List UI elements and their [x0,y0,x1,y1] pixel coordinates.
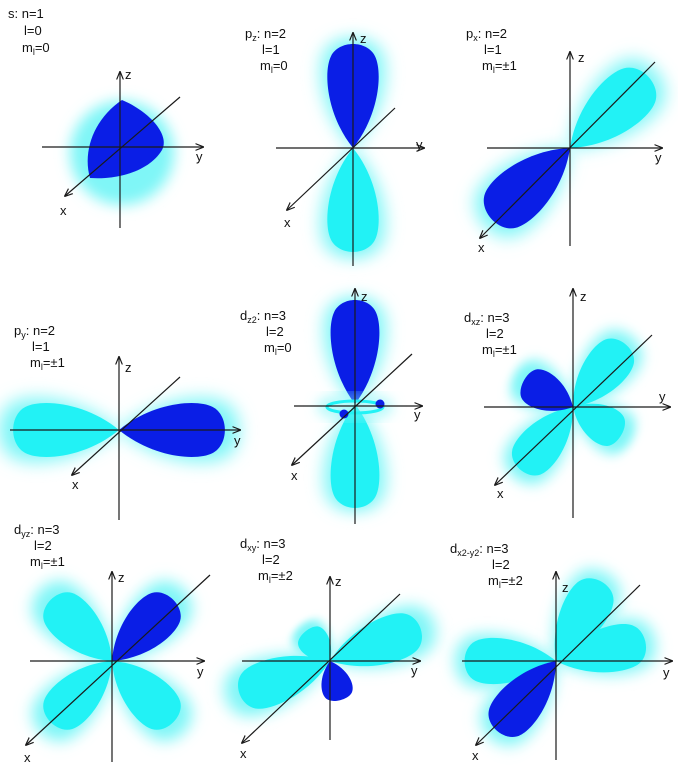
x-axis [242,593,401,743]
orbital-label-line1: dz2: n=3 [240,308,286,325]
orbital-label-line1: py: n=2 [14,323,55,340]
panel-dxy-orbital: y z x dxy: n=3 l=2 ml=±2 [216,536,444,761]
x-axis [476,584,641,745]
orbital-label-line3: ml=±2 [258,568,293,585]
z-axis-label: z [361,289,368,304]
x-axis [287,107,396,210]
z-axis-label: z [578,50,585,65]
orbital-label-line1: s: n=1 [8,6,44,21]
x-axis [495,334,653,485]
panel-s-orbital: y z x s: n=1 l=0 ml=0 [8,6,203,228]
y-axis-label: y [655,150,662,165]
x-axis [26,574,211,745]
z-axis-label: z [118,570,125,585]
y-axis-label: y [411,663,418,678]
orbital-label-line1: dxy: n=3 [240,536,286,553]
orbital-label-line2: l=2 [34,538,52,553]
z-axis-label: z [335,574,342,589]
x-axis-label: x [497,486,504,501]
x-axis-label: x [72,477,79,492]
orbital-label-line3: ml=±2 [488,573,523,590]
orbital-label-line2: l=1 [262,42,280,57]
panel-dz2-orbital: y z x dz2: n=3 l=2 ml=0 [240,289,422,524]
panel-py-orbital: y z x py: n=2 l=1 ml=±1 [0,323,241,520]
orbital-label-line3: ml=±1 [30,554,65,571]
x-axis [480,61,656,238]
y-axis-label: y [196,149,203,164]
x-axis-label: x [284,215,291,230]
z-axis-label: z [125,67,132,82]
y-axis-label: y [414,407,421,422]
s-sphere [87,100,164,179]
x-axis [292,353,413,465]
orbital-label-line2: l=2 [492,557,510,572]
orbital-label-line3: ml=0 [260,58,288,75]
x-axis-label: x [60,203,67,218]
orbital-label-line1: dxz: n=3 [464,310,510,327]
orbital-label-line2: l=0 [24,23,42,38]
y-axis-label: y [659,389,666,404]
x-axis [72,376,181,475]
orbital-label-line2: l=1 [484,42,502,57]
y-axis-label: y [416,137,423,152]
x-axis-label: x [291,468,298,483]
orbital-label-line3: ml=±1 [482,58,517,75]
orbital-label-line1: pz: n=2 [245,26,286,43]
y-axis-label: y [234,433,241,448]
panel-px-orbital: y z x px: n=2 l=1 ml=±1 [462,26,678,255]
z-axis-label: z [125,360,132,375]
orbital-label-line2: l=2 [266,324,284,339]
orbital-label-line1: px: n=2 [466,26,507,43]
orbital-label-line1: dx2-y2: n=3 [450,541,509,558]
z-axis-label: z [562,580,569,595]
panel-dx2y2-orbital: y z x dx2-y2: n=3 l=2 ml=±2 [450,541,672,763]
z-axis-label: z [580,289,587,304]
orbital-label-line2: l=2 [486,326,504,341]
panel-dxz-orbital: y z x dxz: n=3 l=2 ml=±1 [464,289,670,518]
orbital-label-line2: l=2 [262,552,280,567]
orbital-label-line3: ml=0 [264,340,292,357]
orbital-label-line1: dyz: n=3 [14,522,60,539]
x-axis [65,96,181,196]
x-axis-label: x [24,750,31,765]
z-axis-label: z [360,31,367,46]
orbital-label-line3: ml=±1 [482,342,517,359]
x-axis-label: x [472,748,479,763]
torus-node [375,399,385,409]
x-axis-label: x [478,240,485,255]
orbital-label-line2: l=1 [32,339,50,354]
y-axis-label: y [663,665,670,680]
panel-pz-orbital: y z x pz: n=2 l=1 ml=0 [245,26,424,266]
y-axis-label: y [197,664,204,679]
orbital-label-line3: ml=0 [22,40,50,57]
x-axis-label: x [240,746,247,761]
orbital-label-line3: ml=±1 [30,355,65,372]
torus-node [339,409,349,419]
panel-dyz-orbital: y z x dyz: n=3 l=2 ml=±1 [14,522,211,765]
